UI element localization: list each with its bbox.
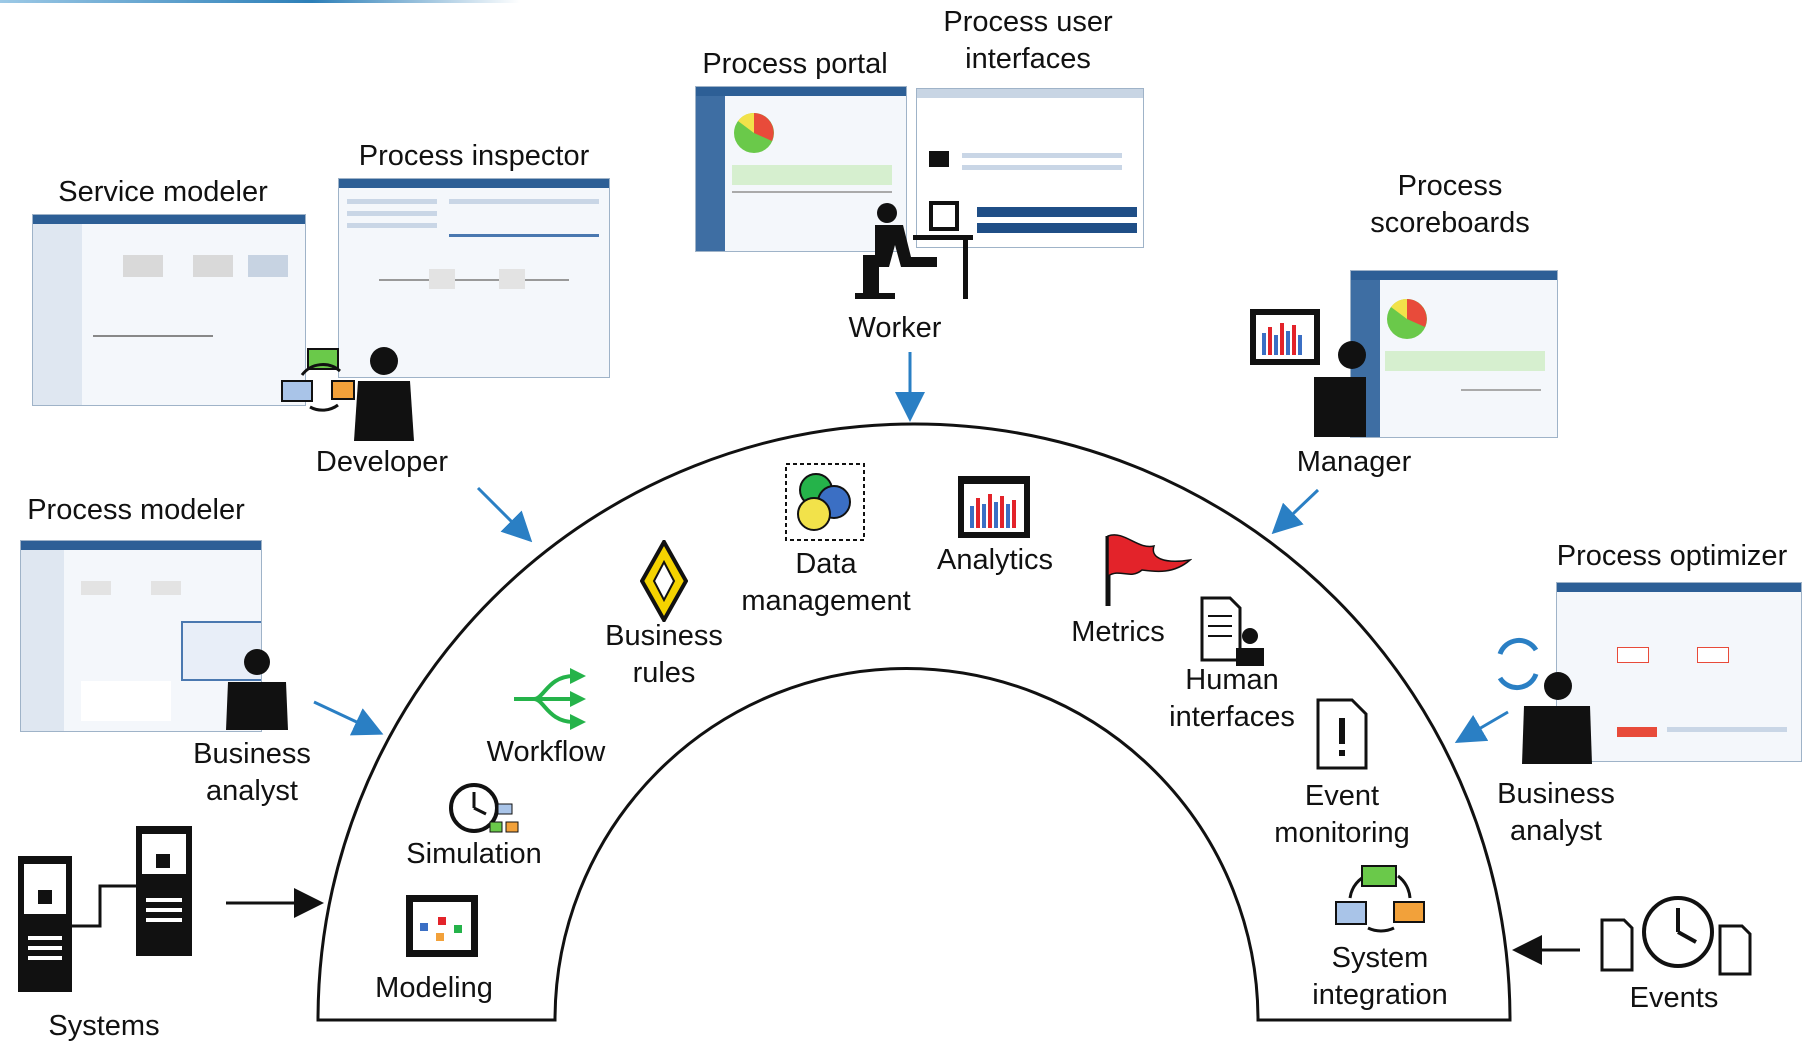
- process-modeler-screenshot: [20, 540, 262, 732]
- data-management-icon: [785, 463, 865, 541]
- developer-icon: [281, 347, 414, 441]
- system-integration-icon: [1335, 865, 1425, 933]
- event-monitoring-alert-icon: [1316, 698, 1368, 770]
- label-simulation: Simulation: [406, 838, 542, 870]
- label-metrics: Metrics: [1071, 616, 1165, 648]
- label-manager: Manager: [1296, 446, 1412, 478]
- simulation-clock-icon: [449, 783, 519, 833]
- label-service-modeler: Service modeler: [58, 176, 268, 208]
- process-inspector-screenshot: [338, 178, 610, 378]
- business-analyst-left-icon: [226, 649, 288, 730]
- process-optimizer-screenshot: [1556, 582, 1802, 762]
- arrow-developer: [476, 486, 533, 543]
- manager-icon: [1250, 309, 1366, 437]
- label-business-analyst-left: Business analyst: [193, 738, 311, 807]
- business-analyst-right-icon: [1497, 637, 1592, 764]
- label-system-integration: System integration: [1312, 942, 1448, 1011]
- label-data-management: Data management: [741, 548, 911, 617]
- label-process-optimizer: Process optimizer: [1556, 540, 1788, 572]
- label-process-scoreboards: Process scoreboards: [1370, 170, 1530, 239]
- arrow-business-analyst-left: [313, 700, 384, 736]
- process-user-interfaces-screenshot: [916, 88, 1144, 248]
- label-developer: Developer: [315, 446, 449, 478]
- events-icon: [1600, 896, 1752, 976]
- modeling-icon: [406, 895, 478, 957]
- process-portal-screenshot: [695, 86, 907, 252]
- label-analytics: Analytics: [936, 544, 1054, 576]
- arrow-business-analyst-right: [1454, 710, 1509, 744]
- label-worker: Worker: [848, 312, 942, 344]
- business-rules-diamond-icon: [640, 540, 688, 622]
- label-modeling: Modeling: [375, 972, 493, 1004]
- header-accent-bar: [0, 0, 520, 3]
- human-interfaces-icon: [1200, 596, 1264, 666]
- workflow-icon: [514, 668, 586, 730]
- label-business-analyst-right: Business analyst: [1497, 778, 1615, 847]
- label-workflow: Workflow: [486, 736, 606, 768]
- label-business-rules: Business rules: [605, 620, 723, 689]
- worker-at-desk-icon: [855, 201, 973, 299]
- process-scoreboards-screenshot: [1350, 270, 1558, 438]
- label-process-user-interfaces: Process user interfaces: [943, 6, 1113, 75]
- label-systems: Systems: [48, 1010, 160, 1042]
- label-events: Events: [1629, 982, 1719, 1014]
- label-process-inspector: Process inspector: [358, 140, 590, 172]
- label-process-modeler: Process modeler: [27, 494, 245, 526]
- label-event-monitoring: Event monitoring: [1274, 780, 1410, 849]
- label-process-portal: Process portal: [702, 48, 888, 80]
- arrow-manager: [1271, 488, 1320, 535]
- architecture-arch: [316, 422, 1512, 1022]
- systems-servers-icon: [18, 826, 192, 992]
- analytics-chart-icon: [958, 476, 1030, 538]
- service-modeler-screenshot: [32, 214, 306, 406]
- metrics-flag-icon: [1105, 534, 1192, 606]
- label-human-interfaces: Human interfaces: [1169, 664, 1295, 733]
